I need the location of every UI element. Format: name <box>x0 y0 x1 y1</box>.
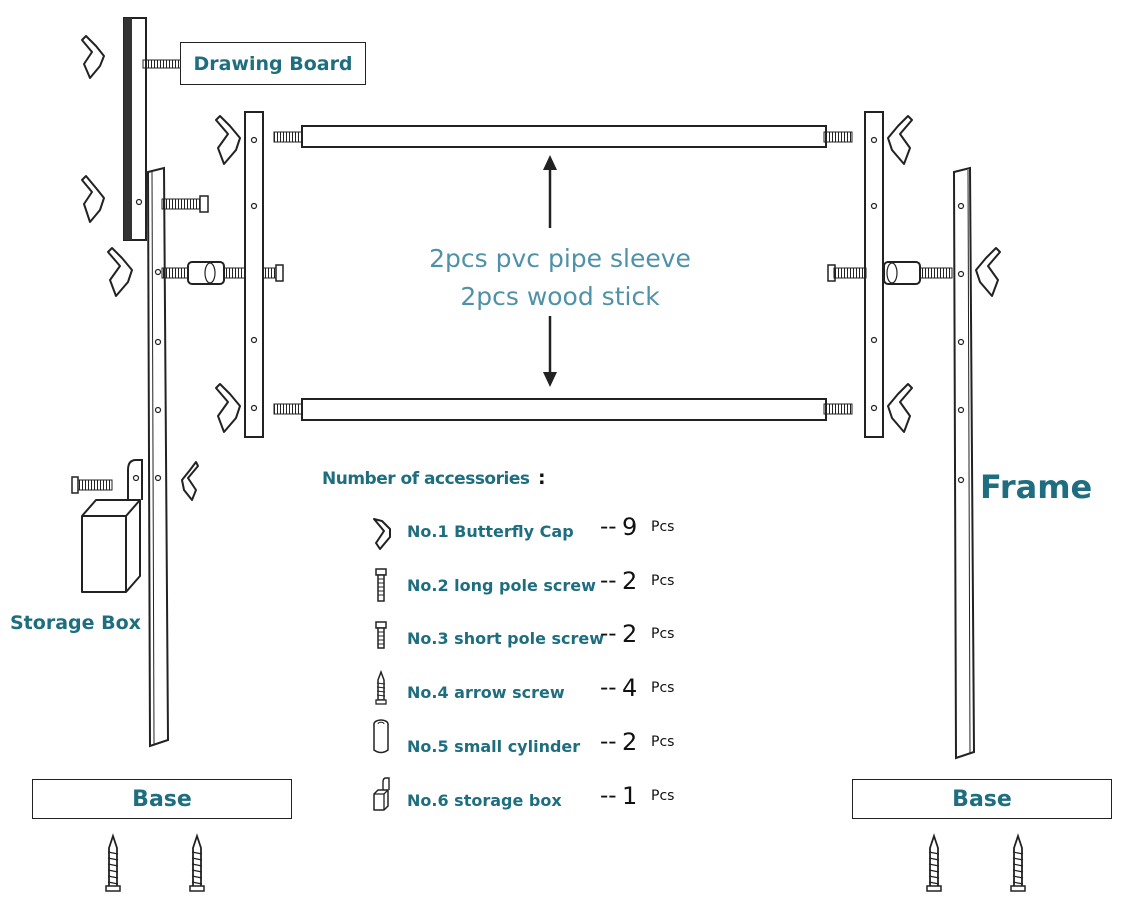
accessory-row-6: No.6 storage box -- 1 Pcs <box>366 777 696 816</box>
accessory-name: No.1 Butterfly Cap <box>407 522 574 541</box>
left-frame-leg <box>146 166 170 748</box>
accessory-unit: Pcs <box>651 734 675 750</box>
long-screw-icon <box>375 568 387 602</box>
center-caption: 2pcs pvc pipe sleeve 2pcs wood stick <box>400 240 720 316</box>
butterfly-cap-9 <box>181 461 199 501</box>
drawing-board-label: Drawing Board <box>193 52 353 75</box>
storage-box <box>81 499 141 593</box>
butterfly-cap-3 <box>107 247 133 297</box>
left-inner-bar <box>244 111 264 438</box>
storage-box-hook <box>127 459 143 500</box>
right-inner-bar <box>864 111 884 438</box>
center-caption-line2: 2pcs wood stick <box>460 282 660 311</box>
up-arrow <box>543 155 557 228</box>
accessory-name: No.3 short pole screw <box>407 629 605 648</box>
storage-box-icon <box>373 777 390 811</box>
accessory-row-2: No.2 long pole screw -- 2 Pcs <box>366 567 696 602</box>
accessory-unit: Pcs <box>651 680 675 696</box>
accessories-title-colon: : <box>537 467 546 489</box>
base-right: Base <box>852 779 1112 819</box>
arrow-screw-3 <box>926 833 942 892</box>
accessory-dash: -- <box>600 783 617 809</box>
butterfly-cap-1 <box>81 35 105 79</box>
accessory-count: 2 <box>622 620 638 648</box>
accessory-dash: -- <box>600 514 617 540</box>
frame-label: Frame <box>980 468 1093 506</box>
cylinder-icon <box>373 719 389 754</box>
accessory-dash: -- <box>600 568 617 594</box>
accessory-row-3: No.3 short pole screw -- 2 Pcs <box>366 620 696 654</box>
short-screw-icon <box>375 621 387 649</box>
short-pole-screw-left <box>161 195 209 213</box>
butterfly-cap-5 <box>215 383 241 433</box>
arrow-screw-2 <box>189 833 205 892</box>
butterfly-cap-6 <box>887 115 913 165</box>
butterfly-cap-8 <box>975 247 1001 297</box>
butterfly-cap-2 <box>81 175 105 223</box>
accessory-count: 2 <box>622 567 638 595</box>
accessory-row-5: No.5 small cylinder -- 2 Pcs <box>366 719 696 762</box>
accessory-count: 9 <box>622 513 638 541</box>
arrow-screw-4 <box>1010 833 1026 892</box>
accessory-count: 2 <box>622 728 638 756</box>
cylinder-screw-left <box>161 261 284 285</box>
accessory-unit: Pcs <box>651 519 675 535</box>
butterfly-cap-7 <box>887 383 913 433</box>
accessory-row-1: No.1 Butterfly Cap -- 9 Pcs <box>366 513 696 550</box>
accessory-unit: Pcs <box>651 573 675 589</box>
base-left: Base <box>32 779 292 819</box>
accessory-name: No.4 arrow screw <box>407 683 565 702</box>
right-frame-leg <box>952 166 976 760</box>
drawing-board-bar <box>123 17 182 241</box>
drawing-board-label-box: Drawing Board <box>180 42 366 85</box>
accessory-name: No.5 small cylinder <box>407 737 581 756</box>
base-left-label: Base <box>132 786 192 812</box>
butterfly-cap-4 <box>215 115 241 165</box>
accessory-dash: -- <box>600 621 617 647</box>
accessory-dash: -- <box>600 675 617 701</box>
accessory-dash: -- <box>600 729 617 755</box>
accessory-name: No.2 long pole screw <box>407 576 596 595</box>
base-right-label: Base <box>952 786 1012 812</box>
down-arrow <box>543 316 557 387</box>
accessory-unit: Pcs <box>651 626 675 642</box>
accessory-name: No.6 storage box <box>407 791 562 810</box>
accessories-title-text: Number of accessories <box>322 469 530 489</box>
storage-box-screw <box>71 476 113 494</box>
butterfly-cap-icon <box>373 518 391 550</box>
top-wood-stick <box>273 125 853 148</box>
arrow-screw-1 <box>105 833 121 892</box>
accessory-count: 4 <box>622 674 638 702</box>
storage-box-label: Storage Box <box>10 612 141 634</box>
bottom-wood-stick <box>273 398 853 421</box>
accessory-unit: Pcs <box>651 788 675 804</box>
accessories-title: Number of accessories : <box>322 467 546 489</box>
accessory-count: 1 <box>622 782 638 810</box>
accessory-row-4: No.4 arrow screw -- 4 Pcs <box>366 670 696 708</box>
cylinder-screw-right <box>827 261 953 285</box>
center-caption-line1: 2pcs pvc pipe sleeve <box>429 244 691 273</box>
arrow-screw-icon <box>375 670 387 705</box>
